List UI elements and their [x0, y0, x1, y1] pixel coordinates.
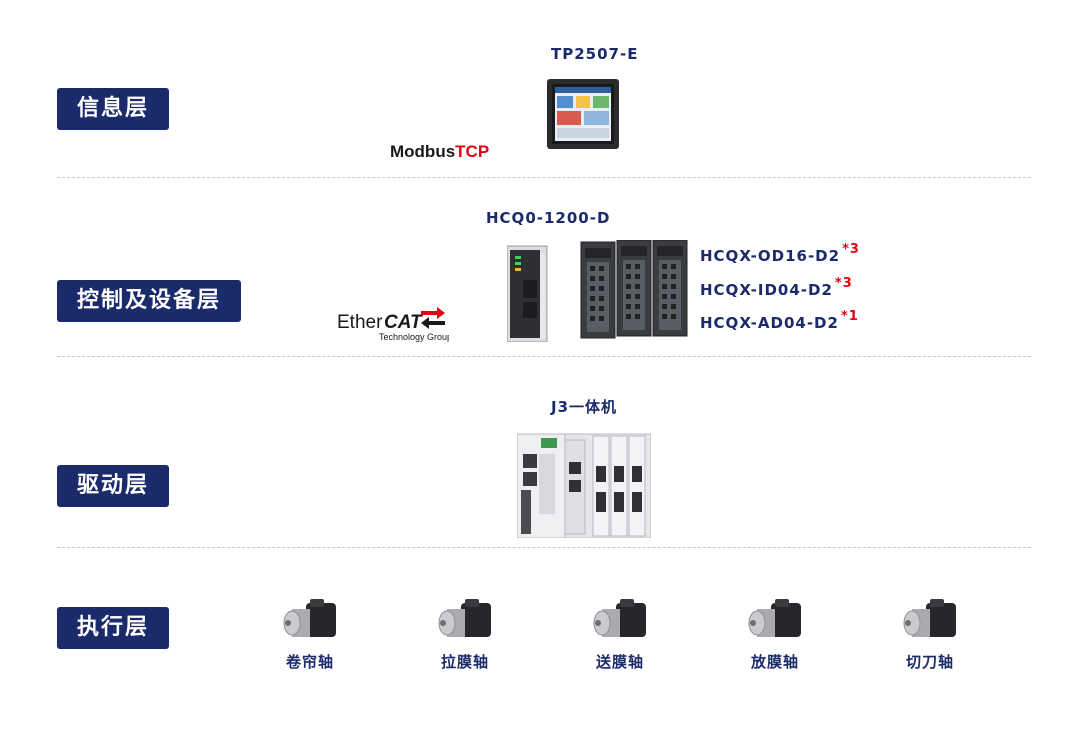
axis-label-5: 切刀轴 — [905, 653, 954, 671]
svg-text:Ether: Ether — [337, 312, 383, 333]
svg-text:CAT: CAT — [384, 312, 423, 333]
module-ad04-name: HCQX-AD04-D2 — [700, 314, 839, 332]
divider-2 — [57, 356, 1031, 357]
servo-motor-icon — [593, 599, 646, 637]
servo-motor-icon — [903, 599, 956, 637]
servo-motor-icon — [748, 599, 801, 637]
plc-title: HCQ0-1200-D — [486, 209, 611, 227]
module-id04-name: HCQX-ID04-D2 — [700, 281, 833, 299]
hmi-device-image — [546, 77, 620, 155]
axis-item-4: 放膜轴 — [725, 597, 825, 672]
axis-label-1: 卷帘轴 — [285, 653, 334, 671]
axis-item-5: 切刀轴 — [880, 597, 980, 672]
module-id04-note: *3 — [834, 276, 853, 291]
modbus-text: Modbus — [390, 142, 456, 161]
module-ad04: HCQX-AD04-D2*1 — [700, 309, 859, 332]
module-ad04-note: *1 — [840, 309, 859, 324]
module-od16-note: *3 — [842, 242, 860, 257]
servo-motor-icon — [438, 599, 491, 637]
axis-label-4: 放膜轴 — [750, 653, 799, 671]
axis-label-2: 拉膜轴 — [440, 653, 489, 671]
layer-label-control: 控制及设备层 — [57, 280, 242, 322]
axis-item-1: 卷帘轴 — [260, 597, 360, 672]
axis-item-2: 拉膜轴 — [415, 597, 515, 672]
hmi-title: TP2507-E — [551, 45, 639, 63]
layer-label-execution: 执行层 — [57, 607, 170, 649]
servo-motor-icon — [283, 599, 336, 637]
module-od16: HCQX-OD16-D2*3 — [700, 242, 860, 265]
svg-text:Technology Group: Technology Group — [379, 332, 449, 342]
module-od16-name: HCQX-OD16-D2 — [700, 247, 841, 265]
axis-label-3: 送膜轴 — [595, 653, 644, 671]
layer-label-drive: 驱动层 — [57, 465, 170, 507]
divider-3 — [57, 547, 1031, 548]
tcp-text: TCP — [455, 142, 490, 161]
ethercat-logo: Ether CAT Technology Group — [337, 307, 452, 347]
module-id04: HCQX-ID04-D2*3 — [700, 276, 853, 299]
servo-drive-image — [516, 432, 652, 542]
plc-device-image — [506, 239, 689, 346]
divider-1 — [57, 177, 1031, 178]
servo-title: J3一体机 — [551, 398, 618, 416]
modbus-tcp-logo: ModbusTCP — [390, 142, 489, 162]
layer-label-info: 信息层 — [57, 88, 170, 130]
axis-item-3: 送膜轴 — [570, 597, 670, 672]
